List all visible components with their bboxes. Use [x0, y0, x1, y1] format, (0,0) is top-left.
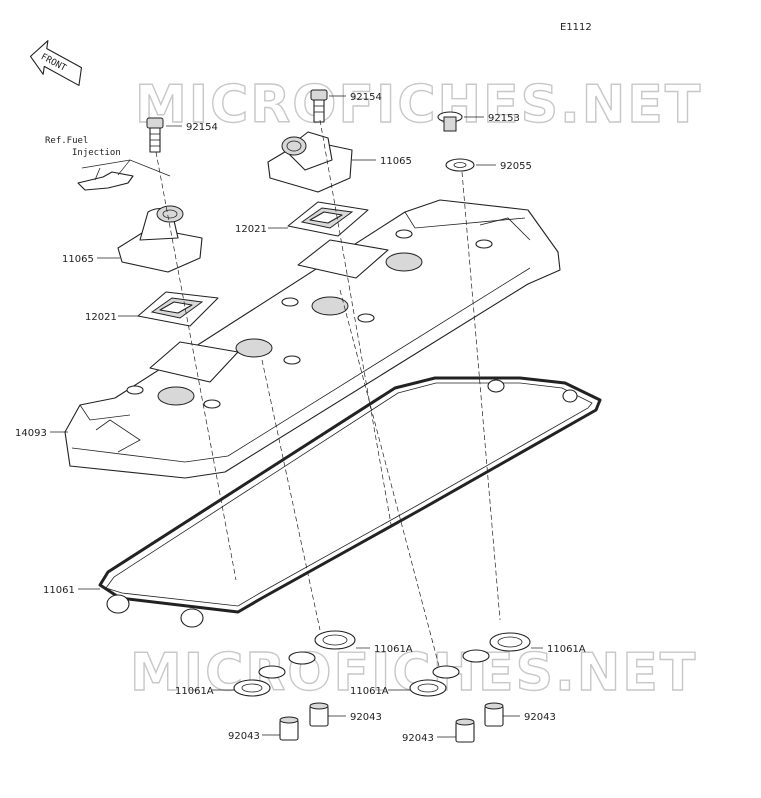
collar-92043-3: [455, 718, 475, 743]
watermark-bottom: MICROFICHES.NET: [130, 643, 697, 703]
front-arrow-icon: FRONT: [29, 40, 83, 86]
cap-11065-left: [117, 205, 203, 273]
bolt-92154-left: [146, 117, 164, 153]
label-11061a-2: 11061A: [175, 686, 214, 697]
label-11065-left: 11065: [62, 254, 94, 265]
label-11061a-3: 11061A: [547, 644, 586, 655]
cap-11065-right: [267, 131, 353, 193]
seal-11061a-right-b: [409, 649, 490, 697]
label-92043-1: 92043: [228, 731, 260, 742]
head-cover-14093: [64, 199, 561, 479]
seal-11061a-left-b: [233, 651, 316, 697]
label-92055: 92055: [500, 161, 532, 172]
diagram-code: E1112: [560, 22, 592, 33]
label-11061a-4: 11061A: [350, 686, 389, 697]
label-92154-top: 92154: [350, 92, 382, 103]
label-92043-3: 92043: [402, 733, 434, 744]
label-92154-left: 92154: [186, 122, 218, 133]
alignment-lines: [155, 119, 501, 671]
label-11065-right: 11065: [380, 156, 412, 167]
seal-11061a-left-a: [314, 630, 356, 650]
label-92043-4: 92043: [524, 712, 556, 723]
label-12021-right: 12021: [235, 224, 267, 235]
gasket-11061: [98, 376, 602, 628]
collar-92043-1: [279, 716, 299, 741]
watermark-top: MICROFICHES.NET: [135, 75, 702, 135]
fuel-injection-bracket: [77, 159, 171, 191]
seal-11061a-right-a: [489, 632, 531, 652]
gasket-12021-right: [287, 201, 369, 237]
bolt-92154-top: [310, 89, 328, 123]
ref-note-line2: Injection: [72, 148, 121, 158]
ref-note-line1: Ref.Fuel: [45, 136, 88, 146]
label-92153: 92153: [488, 113, 520, 124]
label-12021-left: 12021: [85, 312, 117, 323]
gasket-12021-left: [137, 291, 219, 327]
bolt-92153: [437, 111, 463, 132]
label-11061: 11061: [43, 585, 75, 596]
label-11061a-1: 11061A: [374, 644, 413, 655]
collar-92043-4: [484, 702, 504, 727]
washer-92055: [445, 158, 475, 172]
label-14093: 14093: [15, 428, 47, 439]
collar-92043-2: [309, 702, 329, 727]
label-92043-2: 92043: [350, 712, 382, 723]
